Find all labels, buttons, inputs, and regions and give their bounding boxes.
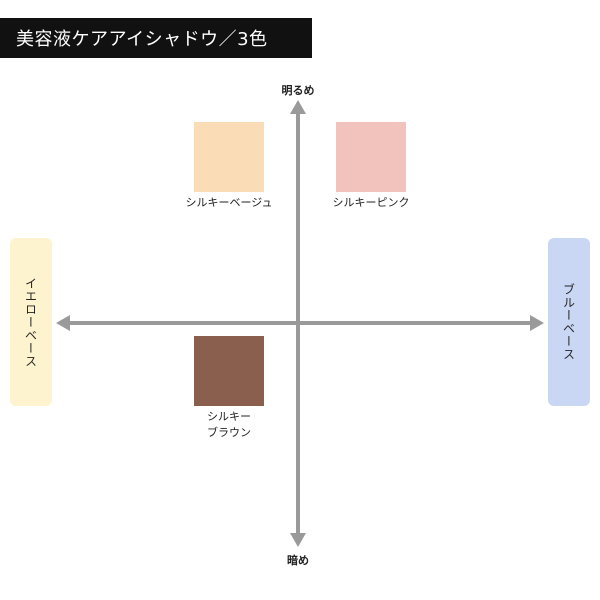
yellow-base-box: イエローベース xyxy=(10,238,52,406)
arrow-down xyxy=(290,533,306,547)
axis-label-top: 明るめ xyxy=(281,84,315,97)
swatch-label-silky-pink: シルキーピンク xyxy=(332,196,410,209)
swatch-label-silky-beige: シルキーベージュ xyxy=(185,196,273,209)
arrow-right xyxy=(530,315,544,331)
swatch-silky-brown xyxy=(194,336,264,406)
arrow-left xyxy=(56,315,70,331)
blue-base-box: ブルーベース xyxy=(548,238,590,406)
axis-label-bottom: 暗め xyxy=(287,554,309,567)
blue-base-label: ブルーベース xyxy=(561,283,576,361)
title-text: 美容液ケアアイシャドウ／3色 xyxy=(16,29,268,50)
swatch-label-silky-brown: シルキー ブラウン xyxy=(207,410,251,439)
page-title: 美容液ケアアイシャドウ／3色 xyxy=(0,18,312,58)
swatch-silky-beige xyxy=(194,122,264,192)
swatch-silky-pink xyxy=(336,122,406,192)
arrow-up xyxy=(290,100,306,114)
yellow-base-label: イエローベース xyxy=(23,276,38,368)
